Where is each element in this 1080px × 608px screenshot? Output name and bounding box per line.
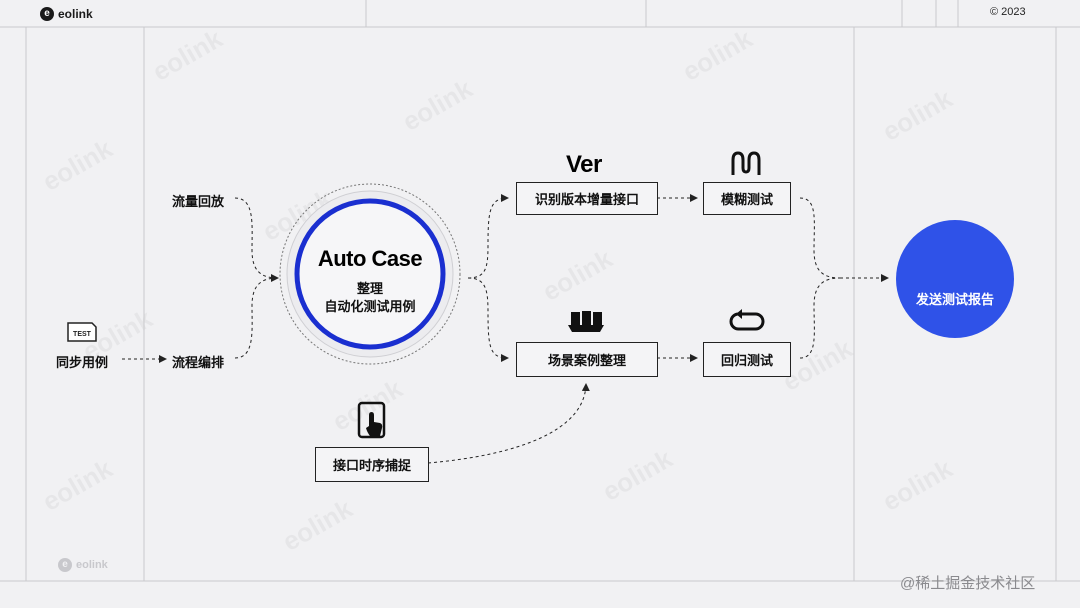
site-watermark: @稀土掘金技术社区 [900, 575, 1036, 592]
footer-logo-text: eolink [76, 559, 108, 571]
send-report-label: 发送测试报告 [915, 292, 994, 307]
api-timing-capture-label: 接口时序捕捉 [332, 458, 411, 473]
test-tag-icon: TEST [67, 322, 97, 342]
brace-right-top [799, 197, 841, 279]
fuzz-test-label: 模糊测试 [720, 192, 773, 207]
regression-test-box: 回归测试 [703, 342, 791, 377]
sync-cases-label: 同步用例 [56, 355, 109, 370]
loop-arrow-icon [729, 309, 765, 331]
identify-increment-box: 识别版本增量接口 [516, 182, 658, 215]
brace-bottom [234, 274, 279, 359]
send-report-circle [896, 220, 1014, 338]
traffic-replay-label: 流量回放 [172, 194, 225, 209]
scenario-blocks-icon [568, 311, 604, 332]
auto-case-subtitle: 整理 自动化测试用例 [300, 280, 440, 316]
fuzz-wave-icon [731, 151, 761, 175]
brace-top [234, 197, 279, 279]
header-logo: e eolink [40, 6, 93, 22]
footer-logo: e eolink [58, 558, 108, 572]
copyright-text: © 2023 [990, 6, 1026, 18]
auto-case-circle [294, 198, 446, 350]
flow-orchestration-label: 流程编排 [172, 355, 225, 370]
ver-icon: Ver [566, 151, 602, 178]
regression-test-label: 回归测试 [720, 353, 773, 368]
auto-case-subtitle-line-2: 自动化测试用例 [324, 299, 416, 314]
brace-right-bottom [799, 277, 841, 359]
footer-logo-icon: e [58, 558, 72, 572]
tablet-touch-icon [357, 401, 386, 439]
arrow-capture-to-scenario [427, 383, 590, 464]
api-timing-capture-box: 接口时序捕捉 [315, 447, 429, 482]
identify-increment-label: 识别版本增量接口 [534, 192, 639, 207]
scenario-organize-label: 场景案例整理 [547, 353, 626, 368]
fuzz-test-box: 模糊测试 [703, 182, 791, 215]
outer-ring [279, 183, 461, 365]
frame-lines [0, 0, 1080, 582]
test-tag-text: TEST [73, 331, 92, 338]
scenario-organize-box: 场景案例整理 [516, 342, 658, 377]
split-top [467, 194, 509, 279]
auto-case-title: Auto Case [317, 246, 423, 271]
auto-case-subtitle-line-1: 整理 [356, 281, 383, 296]
header-logo-text: eolink [58, 7, 93, 21]
split-bottom [467, 277, 509, 362]
eolink-logo-icon: e [40, 7, 54, 21]
